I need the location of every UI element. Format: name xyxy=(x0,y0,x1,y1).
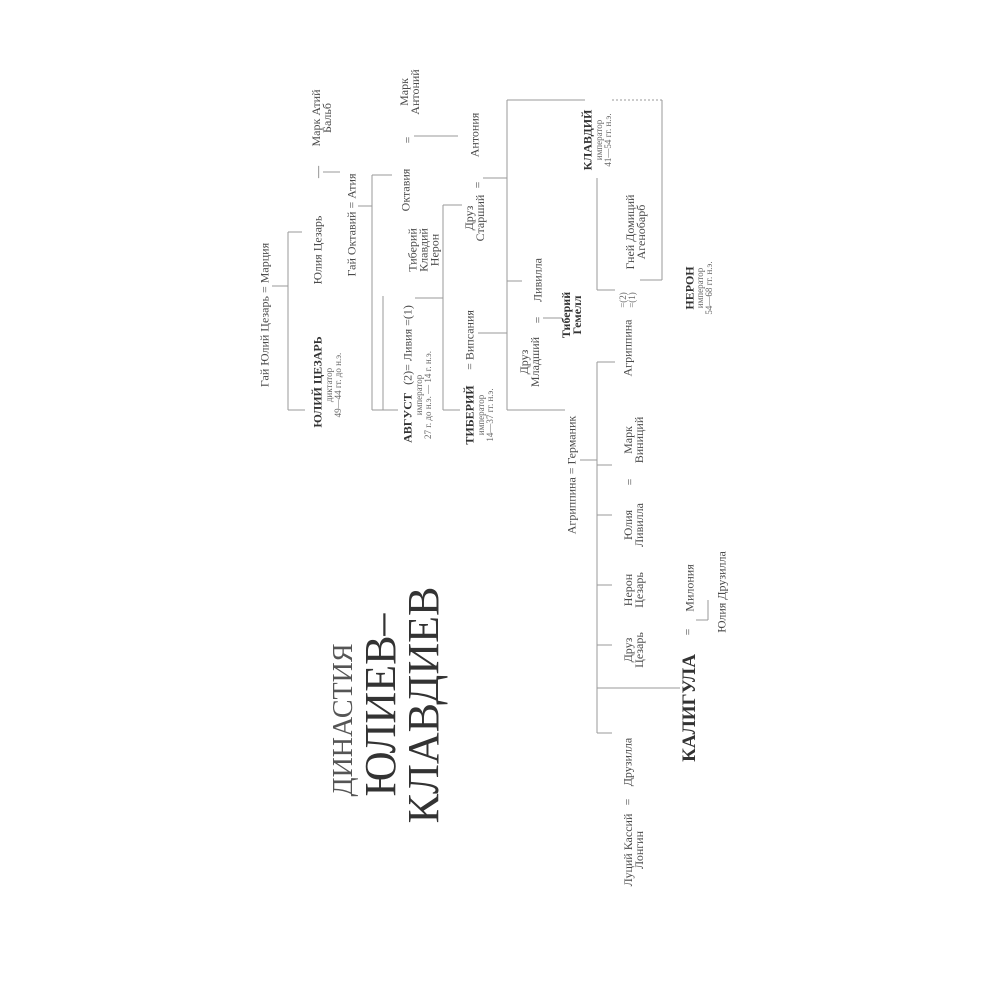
person-atius-balbus: Марк Атий Бальб xyxy=(309,89,334,147)
person-nero-caesar: Нерон Цезарь xyxy=(621,572,646,608)
person-augustus: АВГУСТ xyxy=(400,393,415,443)
person-drusus-caesar: Друз Цезарь xyxy=(621,632,646,668)
augustus-title: император 27 г. до н.э. — 14 г. н.э. xyxy=(414,350,433,440)
person-julia: Юлия Цезарь xyxy=(310,215,325,285)
marriage-sign: = xyxy=(620,798,635,806)
person-marcus-vinicius: Марк Виниций xyxy=(621,416,646,464)
person-domitius: Гней Домиций Агенобарб xyxy=(623,194,648,270)
person-nero: НЕРОН xyxy=(682,266,697,310)
person-antonia: Антония xyxy=(467,112,482,158)
person-drusus-younger: Друз Младший xyxy=(517,336,542,388)
person-julia-drusilla: Юлия Друзилла xyxy=(714,551,729,633)
person-livia: (2)= Ливия =(1) xyxy=(400,305,415,385)
marriage-sign: = xyxy=(400,136,415,144)
person-milonia: Милония xyxy=(682,564,697,612)
person-gaius-octavius: Гай Октавий = Атия xyxy=(344,173,359,277)
person-octavia: Октавия xyxy=(398,168,413,212)
person-germanicus: Агриппина = Германик xyxy=(564,415,579,535)
marriage-sign: — xyxy=(310,166,325,178)
person-livilla: Ливилла xyxy=(530,258,545,302)
claudius-title: император 41—54 гг. н.э. xyxy=(594,113,613,167)
person-caligula: КАЛИГУЛА xyxy=(679,654,700,762)
person-tiberius-gemellus: Тиберий Гемелл xyxy=(559,291,584,339)
person-lucius-cassius: Луций Кассий Лонгин xyxy=(621,813,646,887)
person-gaius-julius-caesar-elder: Гай Юлий Цезарь = Марция xyxy=(257,242,272,388)
person-vipsania: = Випсания xyxy=(462,310,477,370)
person-tiberius: ТИБЕРИЙ xyxy=(462,385,477,445)
person-agrippina-younger: Агриппина xyxy=(620,319,635,377)
person-drusilla: Друзилла xyxy=(620,737,635,787)
marriage-sign: = xyxy=(530,316,545,324)
julius-caesar-title: диктатор 49—44 гг. до н.э. xyxy=(324,352,343,418)
marriage-sign: = xyxy=(470,181,485,189)
tiberius-title: император 14—37 гг. н.э. xyxy=(476,388,495,442)
title-julio: ЮЛИЕВ– xyxy=(356,613,405,797)
person-julia-livilla: Юлия Ливилла xyxy=(621,503,646,547)
person-claudius: КЛАВДИЙ xyxy=(580,109,595,171)
agrippina-marriages: =(2) =(1) xyxy=(618,292,637,308)
marriage-sign: = xyxy=(622,478,637,486)
marriage-sign: = xyxy=(680,628,695,636)
person-mark-antony: Марк Антоний xyxy=(397,69,422,115)
person-tiberius-claudius-nero: Тиберий Клавдий Нерон xyxy=(405,228,442,272)
title-dynasty: ДИНАСТИЯ xyxy=(328,643,359,797)
person-drusus-elder: Друз Старший xyxy=(462,194,487,242)
title-claudian: КЛАВДИЕВ xyxy=(399,586,448,824)
nero-title: император 54—68 гг. н.э. xyxy=(695,261,714,315)
person-julius-caesar: ЮЛИЙ ЦЕЗАРЬ xyxy=(310,336,325,428)
